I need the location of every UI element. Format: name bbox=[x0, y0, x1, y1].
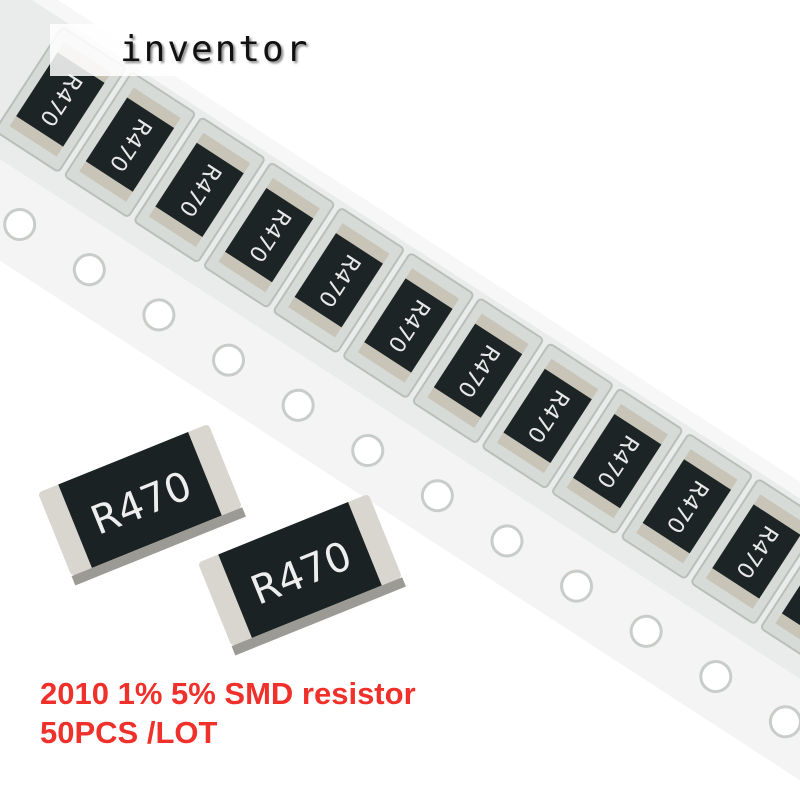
sprocket-hole bbox=[212, 343, 246, 377]
sprocket-hole bbox=[768, 705, 800, 739]
chip-body bbox=[712, 504, 800, 599]
tape-chip: R470 bbox=[482, 343, 613, 489]
brand-watermark: inventor bbox=[50, 24, 360, 76]
sprocket-hole bbox=[72, 253, 106, 287]
chip-body bbox=[225, 187, 314, 283]
sprocket-hole bbox=[3, 207, 37, 241]
chip-body bbox=[503, 368, 592, 464]
chip-side bbox=[71, 507, 246, 586]
loose-chip: R470 bbox=[199, 495, 406, 656]
tape-chip: R470 bbox=[691, 479, 800, 624]
tape-chip: R470 bbox=[204, 162, 335, 308]
chip-body bbox=[433, 323, 523, 418]
chip-body bbox=[642, 459, 732, 554]
tape-chip: R470 bbox=[273, 208, 404, 353]
chip-side bbox=[231, 577, 406, 656]
sprocket-hole bbox=[490, 524, 524, 558]
chip-body bbox=[218, 502, 382, 638]
sprocket-hole bbox=[420, 479, 454, 513]
tape-chip: R470 bbox=[64, 72, 196, 217]
tape-chip: R470 bbox=[134, 117, 265, 263]
chip-body bbox=[364, 278, 453, 373]
sprocket-hole bbox=[629, 614, 663, 648]
loose-chip: R470 bbox=[39, 425, 246, 586]
sprocket-hole bbox=[560, 569, 594, 603]
sprocket-hole bbox=[699, 660, 733, 694]
sprocket-hole bbox=[142, 298, 176, 332]
chip-body bbox=[573, 413, 662, 509]
sprocket-hole bbox=[281, 388, 315, 422]
chip-body bbox=[155, 142, 244, 237]
caption-quantity: 50PCS /LOT bbox=[40, 715, 218, 750]
tape-chip: R470 bbox=[621, 434, 752, 579]
sprocket-hole bbox=[351, 434, 385, 468]
chip-body bbox=[294, 233, 383, 328]
tape-chip: R470 bbox=[412, 298, 544, 443]
chip-body bbox=[58, 432, 222, 568]
tape-chip: R470 bbox=[343, 253, 474, 398]
caption-product-title: 2010 1% 5% SMD resistor bbox=[40, 676, 416, 711]
tape-chip: R470 bbox=[552, 388, 683, 534]
chip-body bbox=[85, 97, 175, 192]
